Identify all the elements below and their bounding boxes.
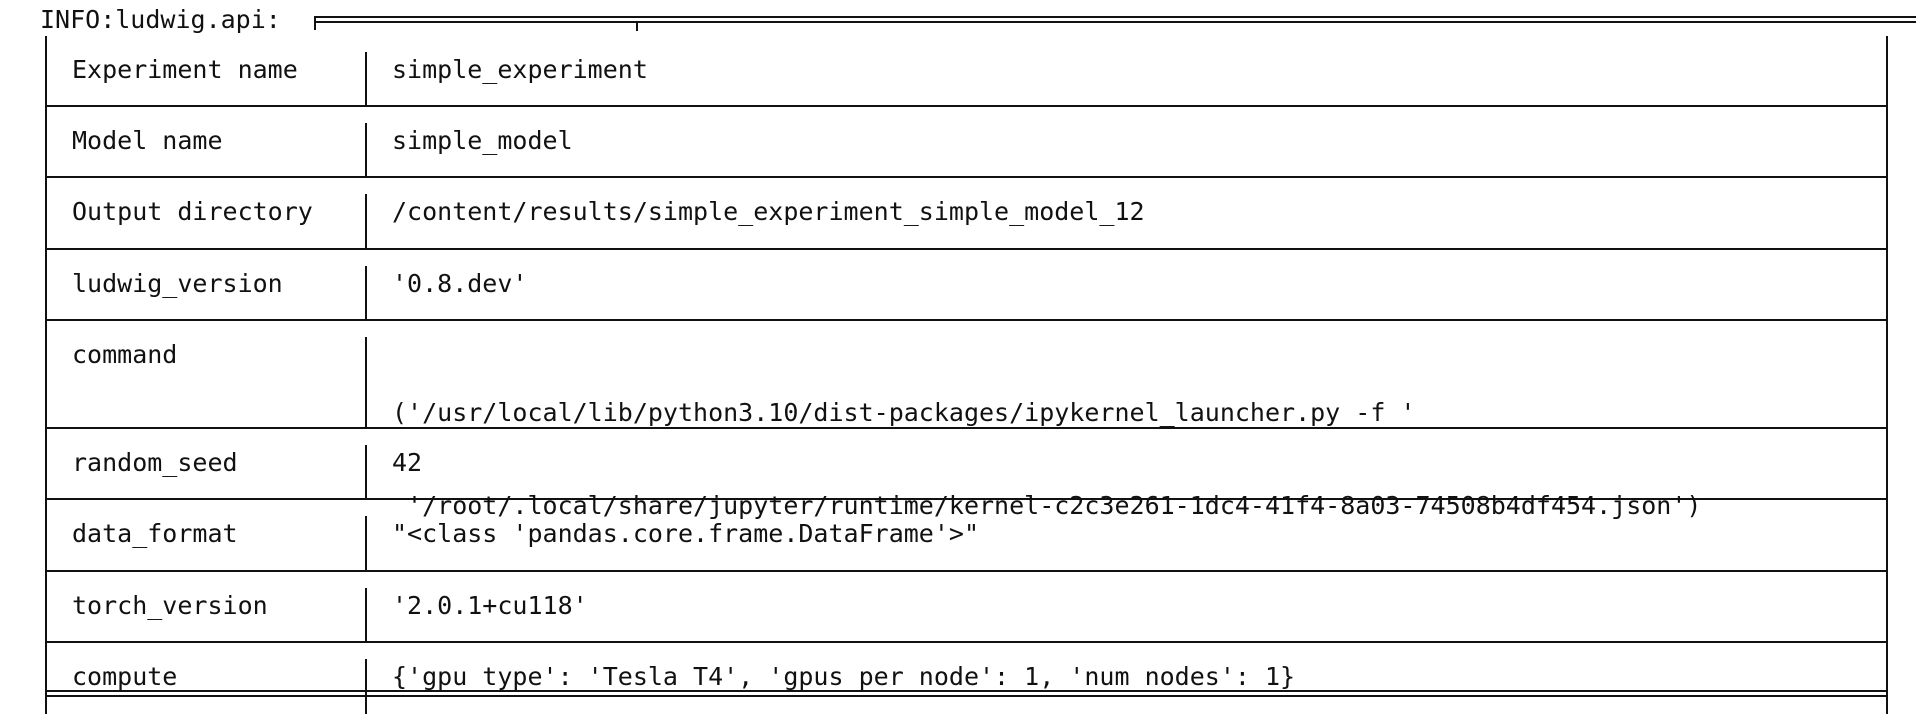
row-key: compute bbox=[72, 662, 178, 691]
row-key: torch_version bbox=[72, 591, 268, 620]
row-key-cell: command bbox=[47, 337, 367, 427]
row-value-cell: 42 bbox=[367, 445, 1886, 498]
row-value-cell: '0.8.dev' bbox=[367, 266, 1886, 319]
row-key-cell: random_seed bbox=[47, 445, 367, 498]
row-value-line: 42 bbox=[392, 448, 423, 477]
row-key: ludwig_version bbox=[72, 269, 283, 298]
table-bottom-border bbox=[45, 690, 1888, 697]
row-key: Output directory bbox=[72, 197, 313, 226]
row-key-cell: torch_version bbox=[47, 588, 367, 641]
row-value-cell: /content/results/simple_experiment_simpl… bbox=[367, 194, 1886, 248]
row-value-cell: '2.0.1+cu118' bbox=[367, 588, 1886, 641]
table-row: data_format "<class 'pandas.core.frame.D… bbox=[47, 500, 1886, 572]
table-top-tick bbox=[636, 22, 638, 31]
row-key-cell: Experiment name bbox=[47, 52, 367, 105]
row-key: random_seed bbox=[72, 448, 238, 477]
row-value-cell: simple_model bbox=[367, 123, 1886, 176]
row-key: data_format bbox=[72, 519, 238, 548]
row-value-cell: "<class 'pandas.core.frame.DataFrame'>" bbox=[367, 516, 1886, 570]
table-row: torch_version '2.0.1+cu118' bbox=[47, 572, 1886, 643]
row-value-line: '0.8.dev' bbox=[392, 269, 528, 298]
table-bottom-tick bbox=[365, 685, 367, 691]
log-prefix: INFO:ludwig.api: bbox=[40, 5, 281, 34]
row-value-cell: {'gpu_type': 'Tesla T4', 'gpus_per_node'… bbox=[367, 659, 1886, 714]
table-top-left-corner bbox=[314, 16, 319, 30]
table-row: Model name simple_model bbox=[47, 107, 1886, 178]
row-key-cell: ludwig_version bbox=[47, 266, 367, 319]
row-value-cell: simple_experiment bbox=[367, 52, 1886, 105]
table-row: Experiment name simple_experiment bbox=[47, 36, 1886, 107]
row-value-line: simple_experiment bbox=[392, 55, 648, 84]
row-value-line: simple_model bbox=[392, 126, 573, 155]
row-key-cell: Model name bbox=[47, 123, 367, 176]
row-value-line: '/root/.local/share/jupyter/runtime/kern… bbox=[392, 491, 1702, 520]
row-value-line: {'gpu_type': 'Tesla T4', 'gpus_per_node'… bbox=[392, 662, 1296, 691]
row-value-cell: ('/usr/local/lib/python3.10/dist-package… bbox=[367, 337, 1886, 520]
row-key: command bbox=[72, 340, 178, 369]
table-row: command ('/usr/local/lib/python3.10/dist… bbox=[47, 321, 1886, 520]
table-row: random_seed 42 bbox=[47, 429, 1886, 500]
row-key-cell: data_format bbox=[47, 516, 367, 570]
table-top-border bbox=[316, 16, 1916, 23]
experiment-info-table: Experiment name simple_experiment Model … bbox=[45, 36, 1888, 714]
row-key: Model name bbox=[72, 126, 223, 155]
row-value-line: "<class 'pandas.core.frame.DataFrame'>" bbox=[392, 519, 979, 548]
table-row: compute {'gpu_type': 'Tesla T4', 'gpus_p… bbox=[47, 643, 1886, 714]
row-key-cell: compute bbox=[47, 659, 367, 714]
row-value-line: '2.0.1+cu118' bbox=[392, 591, 588, 620]
row-value-line: ('/usr/local/lib/python3.10/dist-package… bbox=[392, 398, 1416, 427]
table-row: Output directory /content/results/simple… bbox=[47, 178, 1886, 250]
row-key-cell: Output directory bbox=[47, 194, 367, 248]
row-key: Experiment name bbox=[72, 55, 298, 84]
table-row: ludwig_version '0.8.dev' bbox=[47, 250, 1886, 321]
row-value-line: /content/results/simple_experiment_simpl… bbox=[392, 197, 1145, 226]
